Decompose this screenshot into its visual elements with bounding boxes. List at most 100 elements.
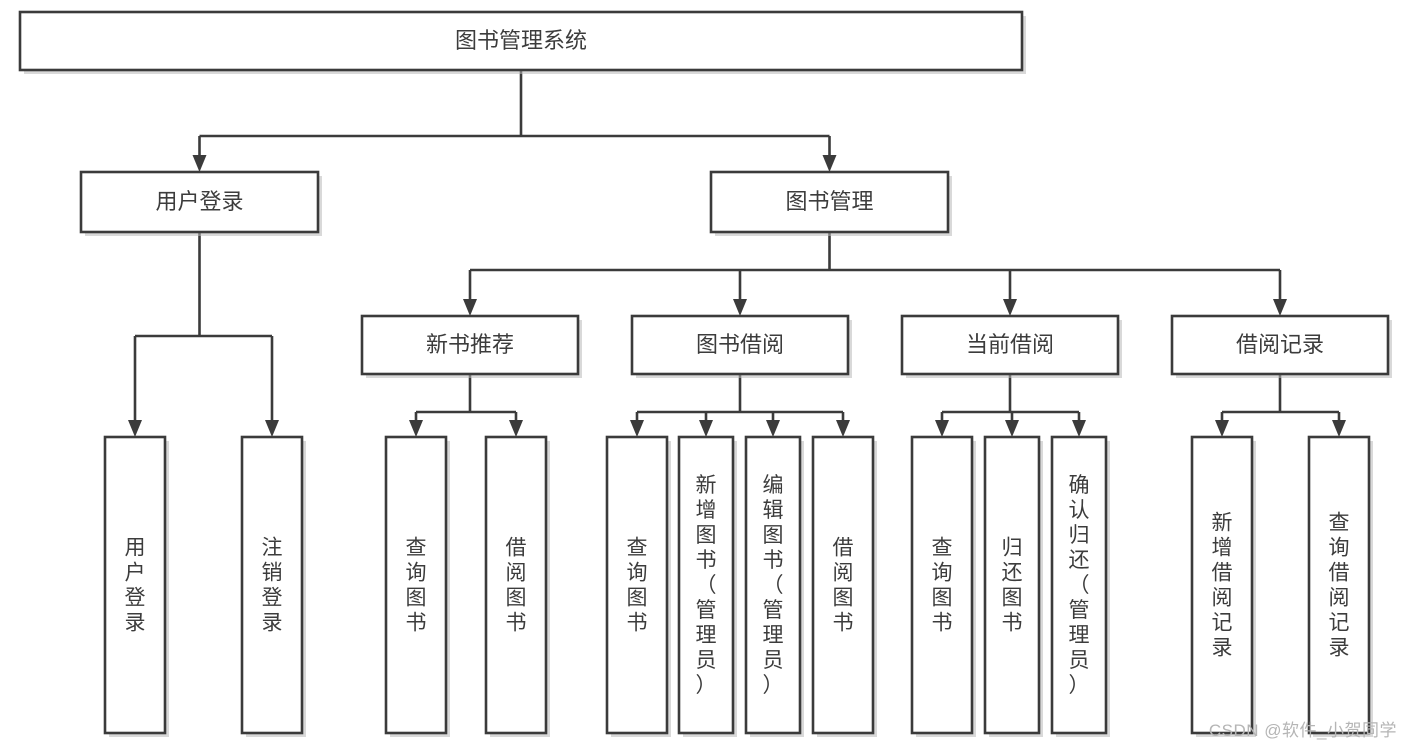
node-border [484,435,548,735]
node-current-borrow[interactable]: 当前借阅 [900,314,1122,378]
node-label-char: 归 [1002,537,1023,560]
connector-arrowhead [766,420,780,437]
node-border [744,435,802,735]
node-border [900,314,1120,376]
node-label-char: 员 [1069,649,1090,672]
node-label-char: 查 [627,537,648,560]
node-border [910,435,974,735]
node-new-book-recommend[interactable]: 新书推荐 [360,314,582,378]
node-label-char: 阅 [1329,587,1350,610]
node-label-char: （ [763,574,784,597]
node-label-char: 书 [627,612,648,635]
node-label-char: 增 [1212,537,1233,560]
node-user-login[interactable]: 用户登录 [79,170,322,236]
node-label-char: 借 [1329,562,1350,585]
node-label-char: 图 [406,587,427,610]
node-border [1307,435,1371,735]
node-border [103,435,167,735]
node-label-char: 图 [696,524,717,547]
connector-arrowhead [733,299,747,316]
node-label-char: 注 [262,537,283,560]
node-label-char: 图 [763,524,784,547]
node-label-char: 借 [833,537,854,560]
node-label-char: 还 [1069,549,1090,572]
node-label-char: 图 [506,587,527,610]
node-border [983,435,1041,735]
connector-arrowhead [1332,420,1346,437]
node-label: 图书管理 [785,189,873,214]
node-border [709,170,950,234]
node-label-char: 图 [932,587,953,610]
node-border [1170,314,1390,376]
node-label-char: 录 [125,612,146,635]
node-label-char: 记 [1212,612,1233,635]
node-label-char: 书 [406,612,427,635]
node-label: 新书推荐 [426,332,514,357]
node-label-char: 户 [125,562,146,585]
node-label-char: 增 [696,499,717,522]
connector-arrowhead [1005,420,1019,437]
node-label-char: 录 [1212,637,1233,660]
csdn-watermark: CSDN @软件_小贺同学 [1208,721,1397,740]
node-label-char: 理 [696,624,717,647]
connector-arrowhead [409,420,423,437]
node-label-char: 员 [696,649,717,672]
node-label: 图书借阅 [696,332,784,357]
node-label-char: 认 [1069,499,1090,522]
node-border [360,314,580,376]
node-label-char: 询 [627,562,648,585]
node-border [811,435,875,735]
node-label-char: 阅 [506,562,527,585]
node-book-borrow[interactable]: 图书借阅 [630,314,852,378]
connector-arrowhead [463,299,477,316]
node-label-char: 书 [1002,612,1023,635]
node-label-char: 员 [763,649,784,672]
node-label-char: 管 [696,599,717,622]
node-label-char: 管 [1069,599,1090,622]
node-label-char: 新 [1212,512,1233,535]
node-label-char: ） [696,674,717,697]
node-border [605,435,669,735]
node-label-char: 还 [1002,562,1023,585]
connector-arrowhead [822,155,837,172]
node-label: 当前借阅 [966,332,1054,357]
connector-arrowhead [1072,420,1086,437]
node-label-char: 录 [262,612,283,635]
node-borrow-record[interactable]: 借阅记录 [1170,314,1392,378]
node-undefined[interactable]: 图书管理系统 [18,10,1026,74]
node-label-char: 用 [125,537,146,560]
connector-arrowhead [192,155,207,172]
node-border [384,435,448,735]
connector-arrowhead [836,420,850,437]
node-label-char: 书 [932,612,953,635]
connector-arrowhead [265,420,279,437]
connector-arrowhead [509,420,523,437]
node-label: 用户登录 [155,189,243,214]
node-label-char: 编 [763,474,784,497]
node-label-char: ） [763,674,784,697]
node-border [18,10,1024,72]
node-border [1190,435,1254,735]
node-label-char: 销 [262,562,283,585]
node-leaf-user-login[interactable]: 用户登录 [103,435,169,737]
node-label-char: 图 [833,587,854,610]
node-label-char: 查 [1329,512,1350,535]
node-label-char: 借 [1212,562,1233,585]
node-layer: 图书管理系统用户登录图书管理新书推荐图书借阅当前借阅借阅记录用户登录注销登录查询… [18,10,1392,737]
connector-layer [128,70,1346,437]
node-label: 图书管理系统 [455,28,587,53]
node-label-char: （ [696,574,717,597]
node-book-manage[interactable]: 图书管理 [709,170,952,236]
